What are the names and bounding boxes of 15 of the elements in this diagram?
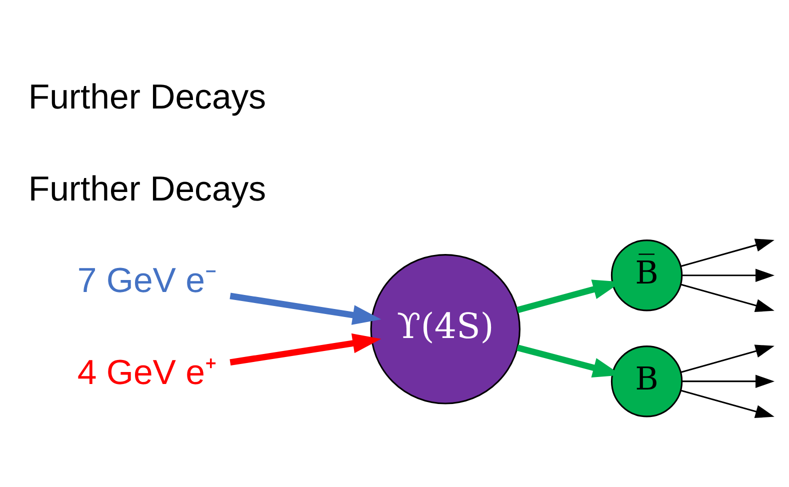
label: Further Decays [28,78,266,116]
node-text: 7 GeV e⁻ [77,262,218,300]
node-circle: B̅ [610,239,683,311]
arrow [682,268,775,282]
arrow [680,389,774,418]
arrow [680,344,774,372]
arrow [682,374,775,388]
label: Further Decays [28,170,266,208]
arrow [230,332,382,365]
node-circle: ϒ(4S) [370,254,520,404]
arrow [230,292,382,324]
arrow [680,238,774,266]
node-text: 4 GeV e⁺ [77,353,218,392]
node-circle: B [610,345,683,417]
arrow [680,283,774,312]
